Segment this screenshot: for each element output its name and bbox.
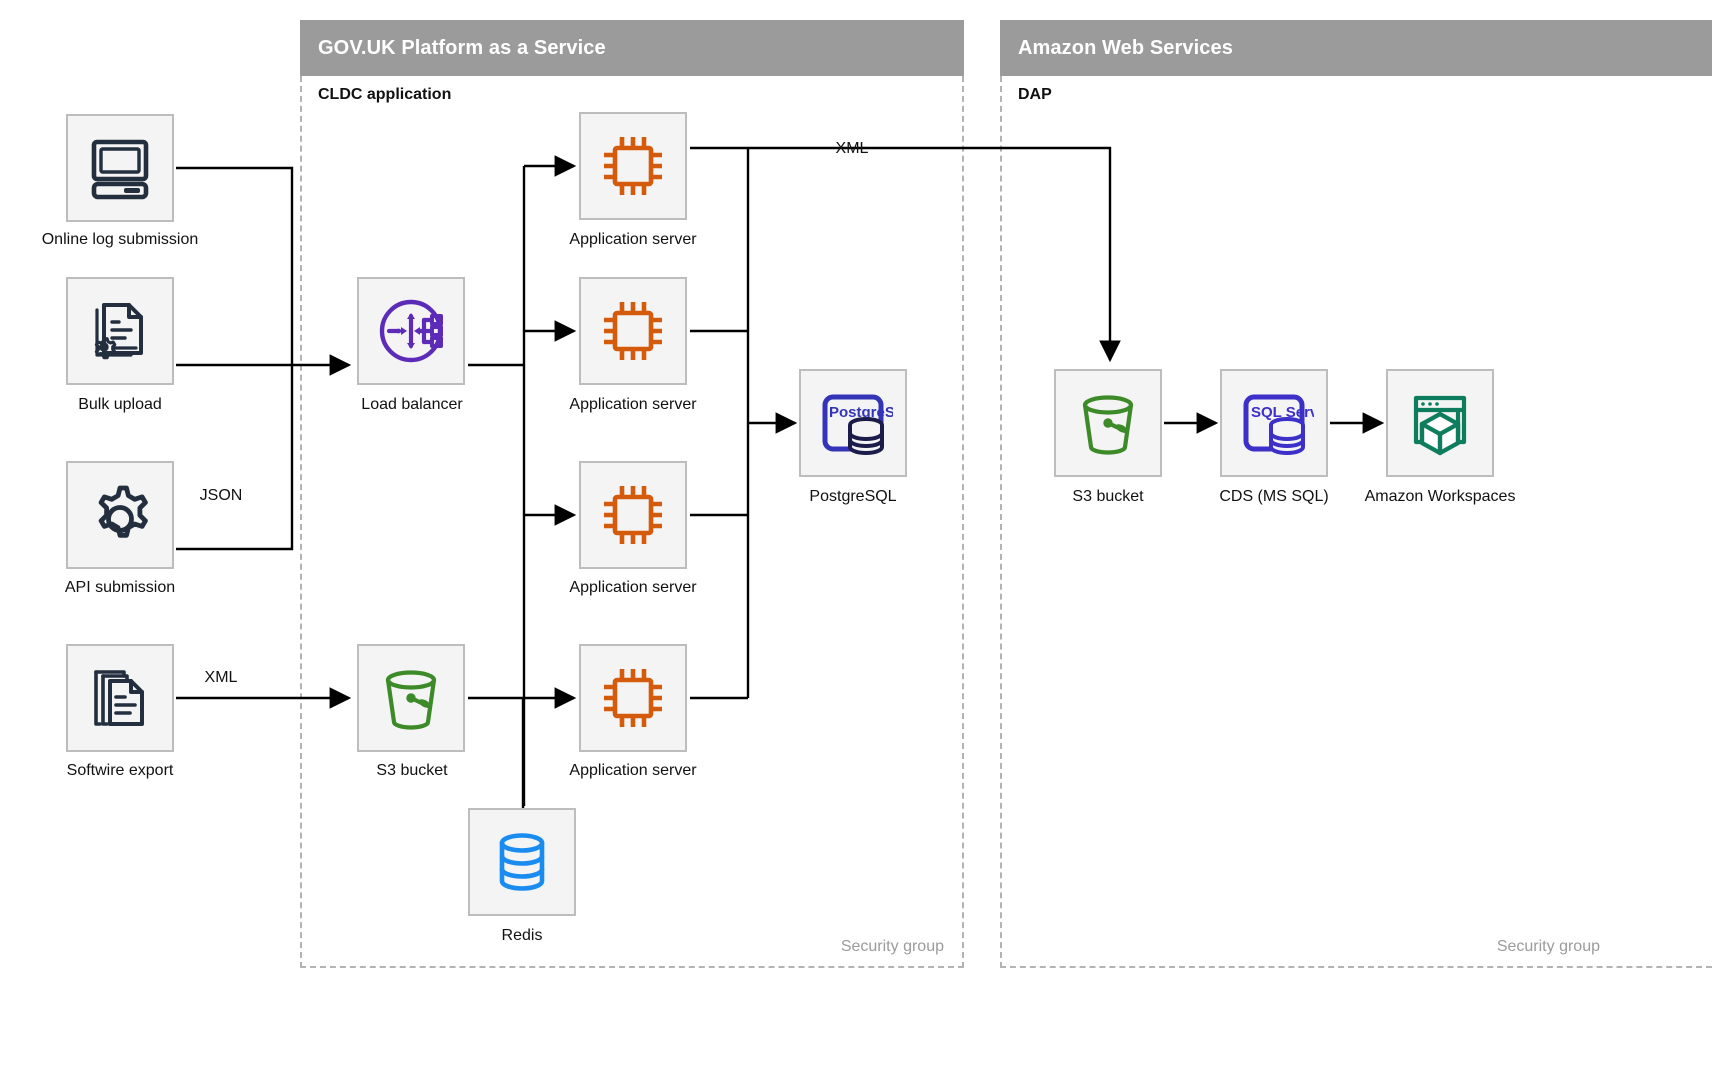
group-header-paas: GOV.UK Platform as a Service <box>300 20 964 76</box>
node-label-load-balancer: Load balancer <box>361 396 463 413</box>
sql-server-icon: SQL Server <box>1234 383 1314 463</box>
node-label-s3-bucket-aws: S3 bucket <box>1072 488 1144 505</box>
node-label-app-server-4: Application server <box>569 762 697 779</box>
postgresql-icon: PostgreSQL <box>813 383 893 463</box>
node-cds-ms-sql[interactable]: SQL Server <box>1220 369 1328 477</box>
node-label-amazon-workspaces: Amazon Workspaces <box>1364 488 1516 505</box>
node-label-api-submission: API submission <box>64 579 176 596</box>
node-postgresql[interactable]: PostgreSQL <box>799 369 907 477</box>
sub-label-dap: DAP <box>1018 86 1052 103</box>
node-app-server-1[interactable] <box>579 112 687 220</box>
node-app-server-3[interactable] <box>579 461 687 569</box>
node-s3-bucket-paas[interactable] <box>357 644 465 752</box>
node-label-postgresql: PostgreSQL <box>809 488 897 505</box>
node-s3-bucket-aws[interactable] <box>1054 369 1162 477</box>
node-label-online-log-submission: Online log submission <box>41 231 199 248</box>
security-group-box-aws <box>1000 76 1712 968</box>
security-group-box-paas <box>300 76 964 968</box>
security-group-label-aws: Security group <box>1496 938 1600 955</box>
cpu-chip-icon <box>595 477 671 553</box>
gear-icon <box>83 478 157 552</box>
node-bulk-upload[interactable] <box>66 277 174 385</box>
node-label-cds-ms-sql: CDS (MS SQL) <box>1219 488 1329 505</box>
edge-label-json: JSON <box>199 487 243 504</box>
node-label-app-server-2: Application server <box>569 396 697 413</box>
node-label-s3-bucket-paas: S3 bucket <box>376 762 448 779</box>
node-app-server-4[interactable] <box>579 644 687 752</box>
group-header-paas-title: GOV.UK Platform as a Service <box>318 36 606 59</box>
document-gear-icon <box>84 295 156 367</box>
desktop-computer-icon <box>84 132 156 204</box>
security-group-label-paas: Security group <box>840 938 944 955</box>
group-header-aws: Amazon Web Services <box>1000 20 1712 76</box>
node-label-app-server-3: Application server <box>569 579 697 596</box>
node-label-app-server-1: Application server <box>569 231 697 248</box>
cpu-chip-icon <box>595 293 671 369</box>
cpu-chip-icon <box>595 128 671 204</box>
edge-label-xml-dap: XML <box>835 140 869 157</box>
sql-server-badge-text: SQL Server <box>1251 404 1314 421</box>
database-icon <box>486 826 558 898</box>
node-redis[interactable] <box>468 808 576 916</box>
sub-label-cldc-application: CLDC application <box>318 86 452 103</box>
node-amazon-workspaces[interactable] <box>1386 369 1494 477</box>
node-api-submission[interactable] <box>66 461 174 569</box>
bucket-icon <box>1070 385 1146 461</box>
node-app-server-2[interactable] <box>579 277 687 385</box>
edge-label-xml-softwire: XML <box>204 669 238 686</box>
node-load-balancer[interactable] <box>357 277 465 385</box>
node-label-softwire-export: Softwire export <box>66 762 174 779</box>
node-softwire-export[interactable] <box>66 644 174 752</box>
workspaces-icon <box>1403 386 1477 460</box>
node-label-bulk-upload: Bulk upload <box>78 396 162 413</box>
bucket-icon <box>373 660 449 736</box>
postgresql-badge-text: PostgreSQL <box>829 404 893 421</box>
documents-stack-icon <box>84 662 156 734</box>
group-header-aws-title: Amazon Web Services <box>1018 36 1233 59</box>
node-label-redis: Redis <box>501 927 543 944</box>
load-balancer-icon <box>372 292 450 370</box>
cpu-chip-icon <box>595 660 671 736</box>
node-online-log-submission[interactable] <box>66 114 174 222</box>
